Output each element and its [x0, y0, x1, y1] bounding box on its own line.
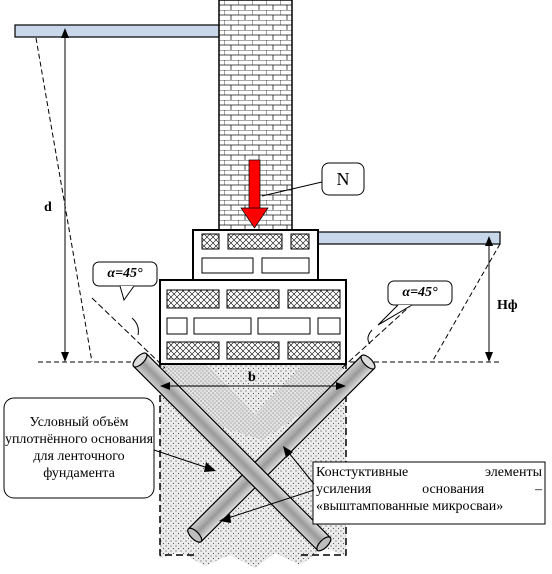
- angle-label-right: α=45°: [402, 285, 438, 300]
- angle-label-left: α=45°: [107, 266, 143, 281]
- width-dimension: [160, 382, 346, 390]
- depth-label: d: [44, 200, 52, 215]
- upper-footing-block: [192, 229, 319, 281]
- micropile-text-line-1: Констуктивные элементы: [316, 465, 542, 480]
- width-label: b: [248, 370, 256, 385]
- micropile-text-line-2: усиления основания –: [316, 482, 542, 497]
- load-arrow: [240, 159, 269, 229]
- compacted-volume-text: Условный объём уплотнённого основания дл…: [4, 415, 154, 481]
- micropile-text: Констуктивные элементы усиления основани…: [316, 464, 542, 522]
- lower-footing-block: [159, 279, 347, 365]
- depth-dimension: [61, 28, 69, 362]
- foundation-height-dimension: [485, 236, 493, 362]
- callout-box-right: [219, 446, 546, 525]
- load-label: N: [336, 168, 350, 189]
- angle-callout-left: [92, 261, 158, 336]
- angle-callout-right: [367, 280, 453, 345]
- ground-bar-left: [14, 24, 222, 38]
- callout-box-left: [3, 397, 216, 499]
- load-callout: [261, 162, 365, 197]
- micropile-text-line-3: «выштампованные микросваи»: [316, 499, 504, 514]
- ground-bar-right: [313, 231, 501, 245]
- foundation-height-label: Hф: [497, 298, 518, 313]
